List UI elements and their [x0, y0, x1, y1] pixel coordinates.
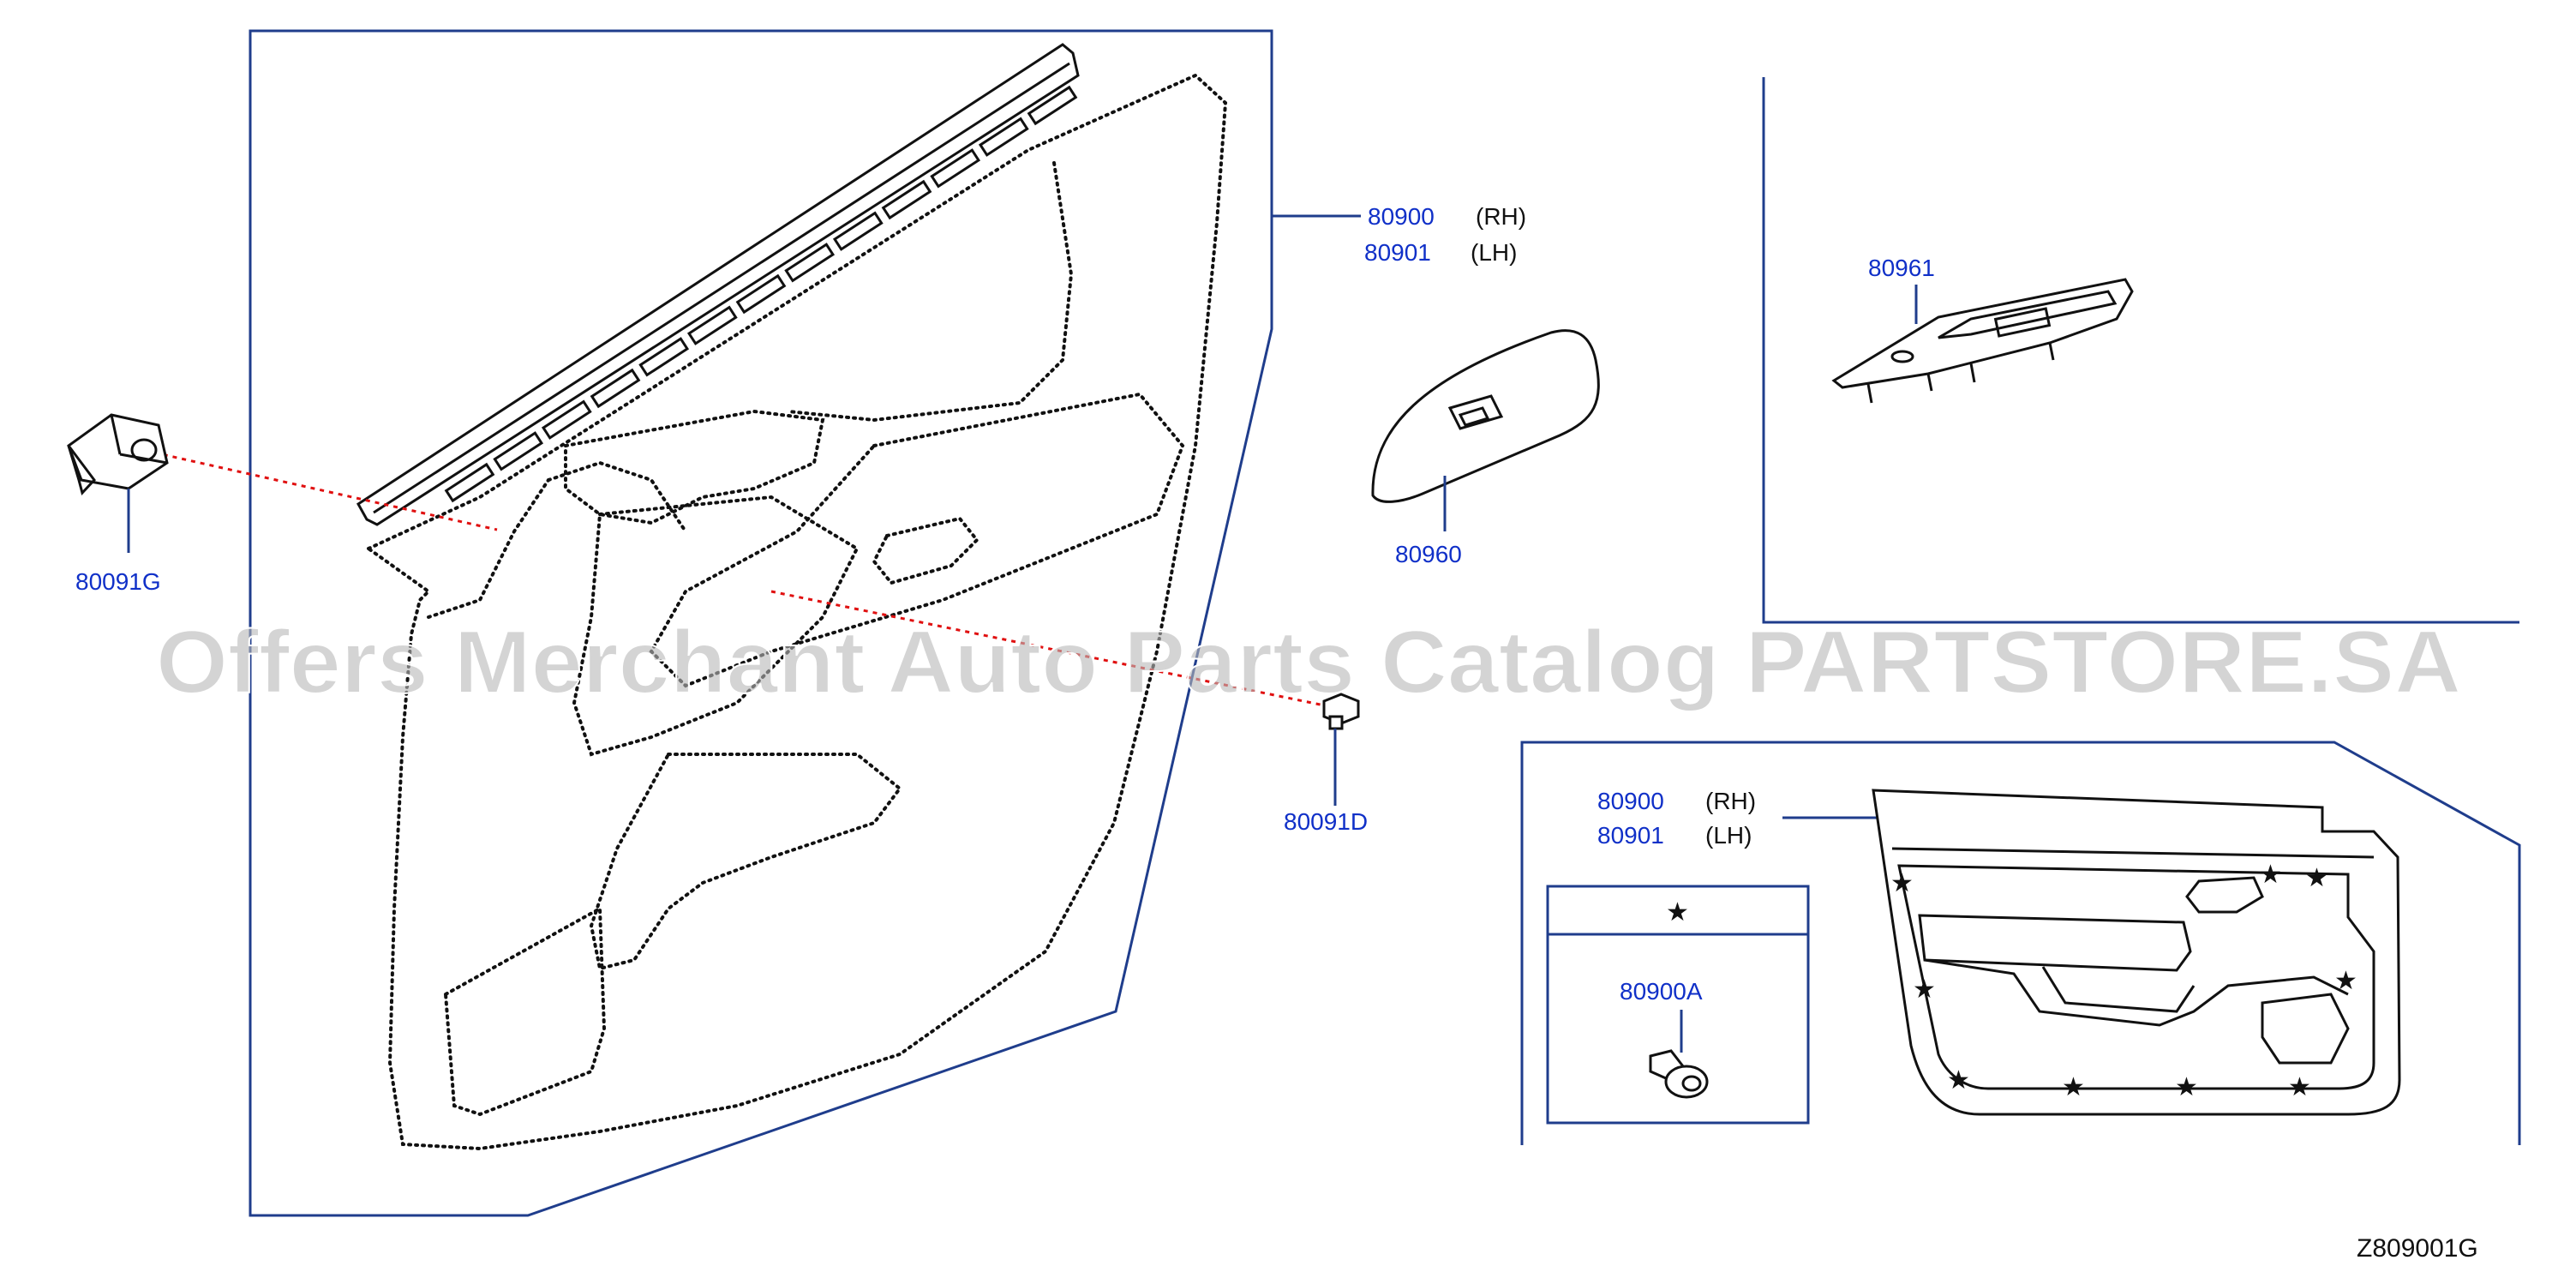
callout-80900-main: 80900 [1368, 203, 1435, 230]
main-assembly-frame [249, 29, 1273, 1217]
inset-door-panel [1872, 789, 2401, 1116]
moulding-clip-slot [978, 117, 1029, 157]
switch-bezel [1831, 278, 2134, 404]
moulding-clip-slot [1027, 85, 1078, 126]
callout-80961: 80961 [1868, 255, 1935, 281]
moulding-clip-slot [444, 462, 495, 503]
clip-icon [67, 413, 169, 496]
diagram-reference-code: Z809001G [2357, 1234, 2478, 1263]
moulding-clip-slot [541, 399, 592, 440]
suffix-lh-inset: (LH) [1705, 822, 1752, 849]
callout-80091g: 80091G [75, 568, 161, 595]
star-icon: ★ [1913, 975, 1936, 1004]
suffix-rh-main: (RH) [1476, 203, 1526, 230]
guide-line-screw [770, 590, 1338, 710]
moulding-clip-slot [735, 273, 787, 315]
moulding-clip-slot [493, 431, 544, 471]
switch-finisher [1371, 329, 1600, 503]
callout-80900-inset: 80900 [1597, 788, 1664, 814]
callout-80091d: 80091D [1284, 808, 1368, 835]
door-trim-panel [365, 73, 1228, 1151]
callout-80901-main: 80901 [1364, 239, 1431, 266]
guide-line-clip [153, 451, 498, 531]
star-icon: ★ [2305, 864, 2328, 892]
moulding-clip-slot [686, 305, 738, 345]
moulding-clip-slot [832, 211, 884, 251]
moulding-clip-slot [590, 368, 641, 409]
bezel-section-frame [1762, 77, 2519, 624]
star-icon: ★ [2175, 1073, 2198, 1101]
star-icon: ★ [1947, 1066, 1970, 1095]
star-icon: ★ [2259, 861, 2282, 889]
callout-80960: 80960 [1395, 541, 1462, 567]
star-icon: ★ [2334, 967, 2357, 995]
moulding-clip-slots [444, 85, 1078, 503]
fastener-legend-box: ★ 80900A [1546, 885, 1810, 1125]
star-icon: ★ [1890, 869, 1914, 897]
callout-80901-inset: 80901 [1597, 822, 1664, 849]
screw-icon [1322, 693, 1360, 730]
belt-moulding [356, 43, 1080, 526]
star-icon: ★ [1666, 898, 1689, 927]
moulding-clip-slot [784, 243, 836, 283]
moulding-clip-slot [638, 337, 690, 377]
star-icon: ★ [2288, 1073, 2311, 1101]
inset-assembly-frame [1520, 741, 2521, 1145]
star-icon: ★ [2062, 1073, 2085, 1101]
moulding-clip-slot [881, 179, 932, 220]
moulding-clip-slot [930, 148, 981, 189]
clip-location-markers: ★ ★ ★ ★ ★ ★ ★ ★ ★ [1890, 861, 2357, 1101]
callout-80900a: 80900A [1620, 978, 1703, 1005]
watermark-text: Offers Merchant Auto Parts Catalog PARTS… [156, 613, 2461, 712]
clip-icon [1649, 1049, 1709, 1099]
suffix-lh-main: (LH) [1471, 239, 1517, 266]
suffix-rh-inset: (RH) [1705, 788, 1756, 814]
